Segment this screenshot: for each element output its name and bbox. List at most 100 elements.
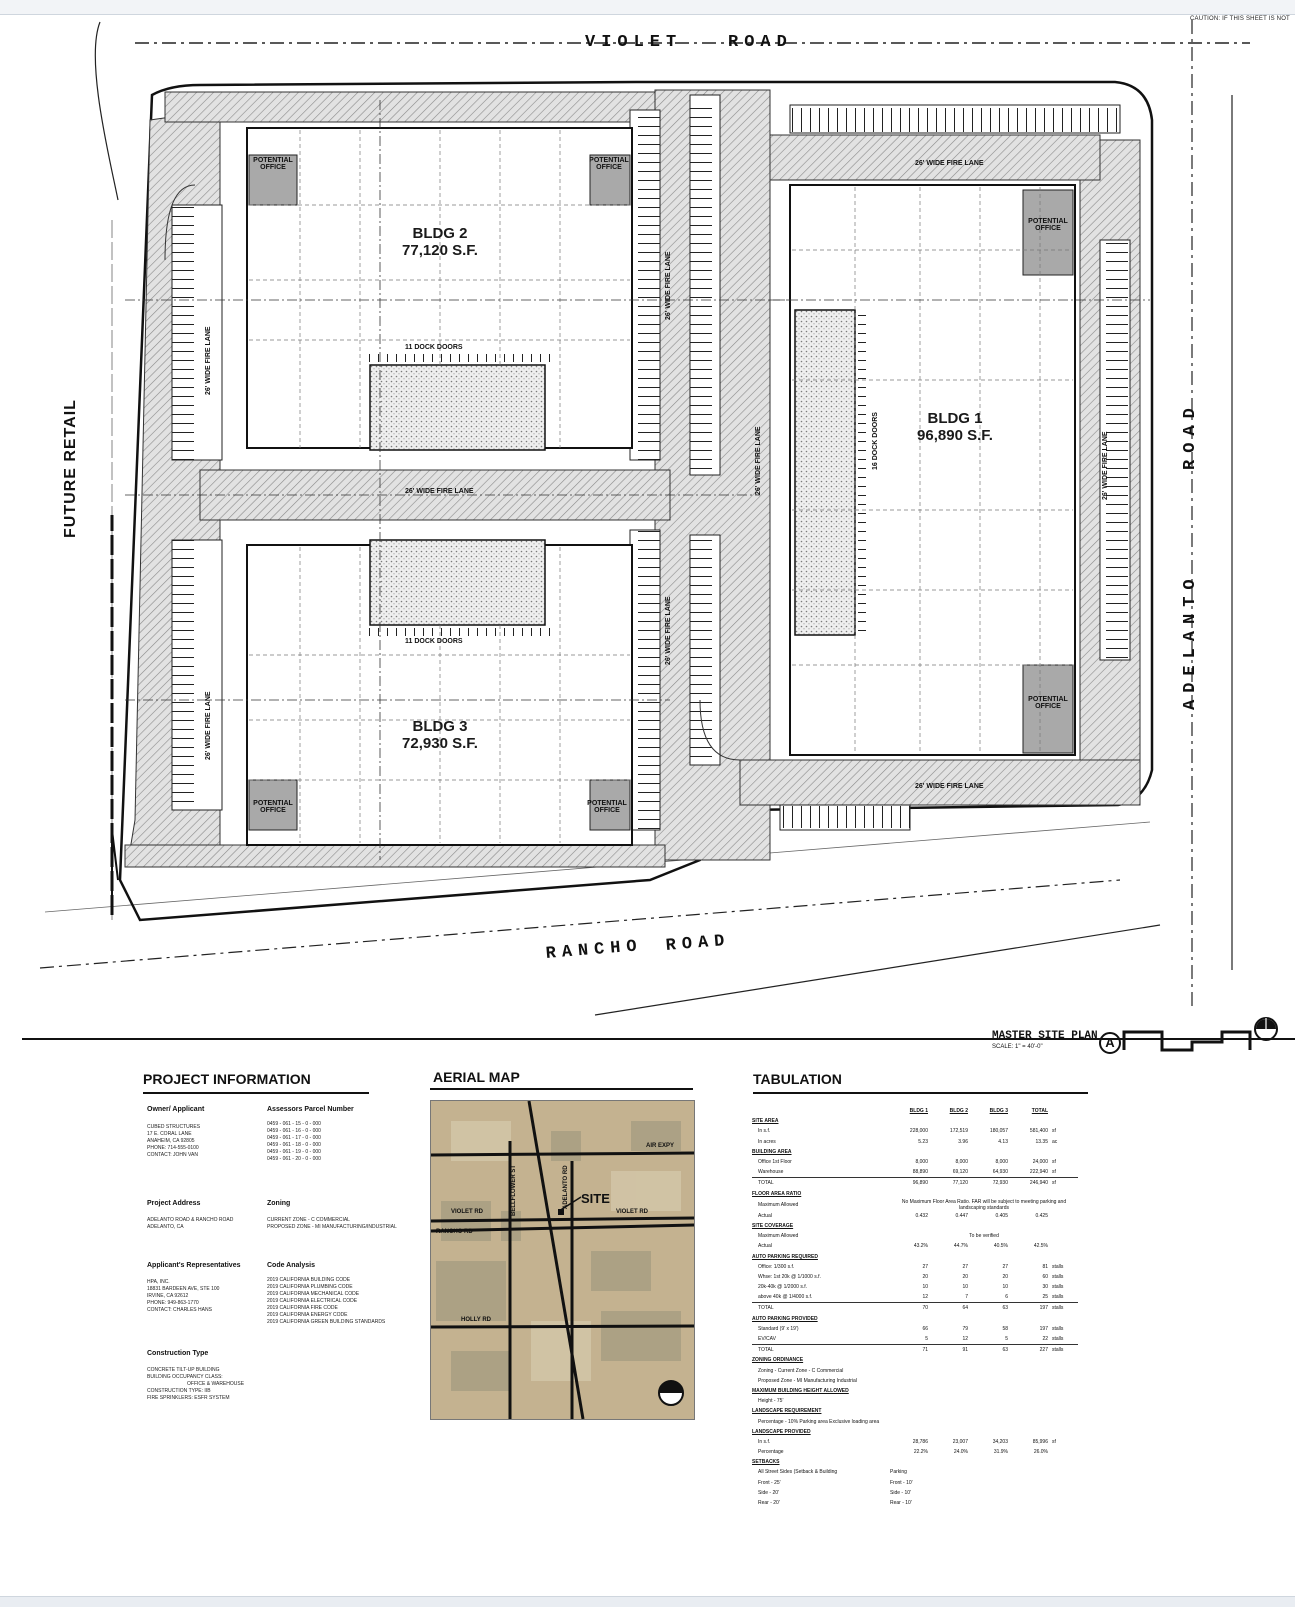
table-cell: 12 (962, 1336, 968, 1343)
info-line: 2019 CALIFORNIA PLUMBING CODE (267, 1284, 353, 1290)
table-row: Front - 25'Front - 10' (752, 1478, 1078, 1488)
office-label-line: OFFICE (260, 164, 286, 172)
table-note-row: Zoning - Current Zone - C Commercial (752, 1366, 1078, 1376)
table-cell: Side - 20' (758, 1489, 779, 1496)
table-section-label: SETBACKS (752, 1459, 780, 1466)
map-road-label: RANCHO RD (436, 1229, 473, 1235)
info-line: 18831 BARDEEN AVE, STE 100 (147, 1286, 220, 1292)
owner-lines: CUBED STRUCTURES 17 E. CORAL LANE ANAHEI… (147, 1124, 200, 1159)
table-cell: Standard (9' x 19') (758, 1325, 799, 1332)
table-cell (890, 1396, 1078, 1406)
table-cell: 20 (922, 1273, 928, 1280)
info-line: ADELANTO, CA (147, 1224, 184, 1230)
fire-lane-label: 26' WIDE FIRE LANE (405, 488, 474, 495)
table-row: Side - 20'Side - 10' (752, 1488, 1078, 1498)
table-cell: 10 (1002, 1284, 1008, 1291)
panel-rule (143, 1092, 369, 1094)
road-suffix: ROAD (1181, 401, 1200, 470)
table-section-label: AUTO PARKING REQUIRED (752, 1253, 818, 1260)
code-analysis-lines: 2019 CALIFORNIA BUILDING CODE 2019 CALIF… (267, 1277, 385, 1326)
table-section-row: SETBACKS (752, 1457, 1078, 1467)
fire-lane-label: 26' WIDE FIRE LANE (755, 426, 762, 495)
table-cell: EV/CAV (758, 1336, 776, 1343)
info-line: FIRE SPRINKLERS: ESFR SYSTEM (147, 1395, 230, 1401)
info-line: 2019 CALIFORNIA MECHANICAL CODE (267, 1291, 360, 1297)
table-cell: ac (1052, 1138, 1058, 1145)
table-cell: 7 (965, 1294, 968, 1301)
table-cell: 8,000 (955, 1159, 968, 1166)
table-section-label: SITE COVERAGE (752, 1222, 794, 1229)
representatives-heading: Applicant's Representatives (147, 1262, 241, 1269)
table-cell: sf (1052, 1169, 1056, 1176)
table-cell: 27 (962, 1263, 968, 1270)
table-section-row: LANDSCAPE REQUIREMENT (752, 1406, 1078, 1416)
office-label-line: POTENTIAL (587, 800, 627, 807)
table-cell: Parking (890, 1469, 907, 1476)
map-road-label: AIR EXPY (646, 1143, 675, 1149)
table-cell: 69,120 (952, 1169, 968, 1176)
road-suffix: ROAD (728, 33, 793, 52)
table-cell: 81 (1042, 1263, 1048, 1270)
table-cell: 88,890 (912, 1169, 928, 1176)
table-cell: stalls (1052, 1273, 1064, 1280)
map-road-label: VIOLET RD (451, 1209, 484, 1215)
apn-lines: 0459 - 061 - 15 - 0 - 000 0459 - 061 - 1… (267, 1121, 321, 1163)
info-line: CONTACT: JOHN VAN (147, 1152, 198, 1158)
table-header-cell (752, 1106, 890, 1116)
table-cell: 60 (1042, 1273, 1048, 1280)
table-cell: stalls (1052, 1263, 1064, 1270)
table-cell: To be verified (969, 1233, 999, 1240)
table-cell: 8,000 (995, 1159, 1008, 1166)
table-section-row: FLOOR AREA RATIO (752, 1189, 1078, 1199)
tabulation-title: TABULATION (753, 1071, 842, 1087)
table-cell: In acres (758, 1138, 776, 1145)
table-cell: 27 (922, 1263, 928, 1270)
table-cell: TOTAL (752, 1302, 890, 1314)
table-cell: 71 (890, 1344, 932, 1356)
table-cell: Office: 1/300 s.f. (758, 1263, 795, 1270)
table-section-row: LANDSCAPE PROVIDED (752, 1427, 1078, 1437)
info-line: PHONE: 949-863-1770 (147, 1300, 199, 1306)
table-section-label: LANDSCAPE PROVIDED (752, 1428, 811, 1435)
table-row: Rear - 20'Rear - 10' (752, 1498, 1078, 1508)
table-header-cell: BLDG 3 (989, 1108, 1008, 1115)
table-cell: sf (1052, 1159, 1056, 1166)
table-cell: stalls (1052, 1302, 1078, 1314)
table-cell (1052, 1211, 1078, 1221)
office-label-line: OFFICE (260, 807, 286, 815)
building-1-label: BLDG 1 96,890 S.F. (900, 410, 1010, 445)
project-information-title: PROJECT INFORMATION (143, 1071, 311, 1087)
info-line: 0459 - 061 - 17 - 0 - 000 (267, 1135, 321, 1141)
table-cell: TOTAL (752, 1177, 890, 1189)
building-3-label: BLDG 3 72,930 S.F. (385, 718, 495, 753)
info-line: ADELANTO ROAD & RANCHO ROAD (147, 1217, 234, 1223)
info-line: CONSTRUCTION TYPE: IIB (147, 1388, 211, 1394)
table-cell: above 40k @ 1/4000 s.f. (758, 1294, 813, 1301)
info-line: ANAHEIM, CA 92805 (147, 1138, 195, 1144)
table-cell: 0.425 (1035, 1212, 1048, 1219)
table-section-row: BUILDING AREA (752, 1147, 1078, 1157)
info-line: IRVINE, CA 92612 (147, 1293, 189, 1299)
fire-lane-label: 26' WIDE FIRE LANE (205, 691, 212, 760)
table-cell: 23,007 (952, 1438, 968, 1445)
table-cell: 31.9% (993, 1449, 1008, 1456)
table-cell: 180,057 (989, 1128, 1008, 1135)
info-line: 0459 - 061 - 15 - 0 - 000 (267, 1121, 321, 1127)
table-cell: 42.5% (1033, 1243, 1048, 1250)
table-cell: Actual (758, 1212, 772, 1219)
office-label-line: POTENTIAL (253, 157, 293, 164)
table-cell (1052, 1241, 1078, 1251)
table-header-cell (1052, 1106, 1078, 1116)
